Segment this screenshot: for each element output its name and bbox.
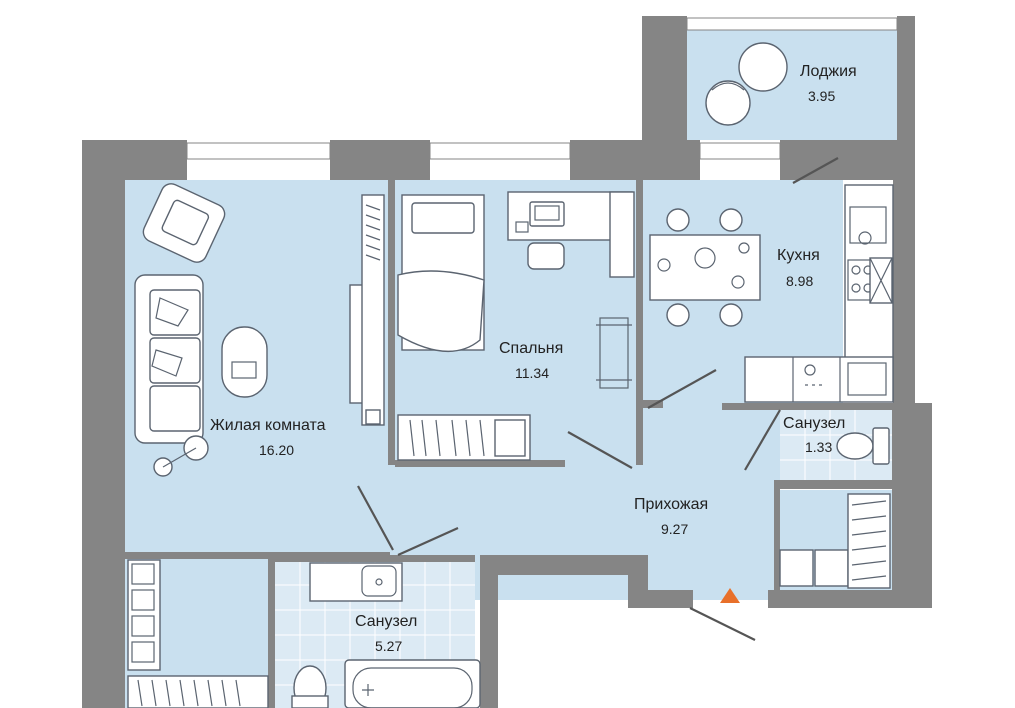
room-name-kitchen: Кухня bbox=[777, 247, 820, 264]
bathtub-icon bbox=[344, 659, 481, 708]
wardrobe-icon bbox=[847, 493, 891, 589]
armchair-icon bbox=[705, 42, 788, 126]
room-name-loggia: Лоджия bbox=[800, 63, 857, 80]
window-loggia bbox=[686, 17, 898, 31]
entrance-arrow-icon bbox=[720, 588, 740, 603]
room-name-living: Жилая комната bbox=[210, 417, 326, 434]
room-area-bedroom: 11.34 bbox=[515, 365, 549, 381]
sofa-icon bbox=[134, 274, 204, 444]
room-area-bath: 5.27 bbox=[375, 638, 402, 654]
tv-stand-icon bbox=[349, 194, 385, 426]
windows bbox=[186, 17, 898, 160]
bed-icon bbox=[397, 194, 485, 352]
toilet-icon bbox=[836, 427, 890, 465]
room-area-loggia: 3.95 bbox=[808, 88, 835, 104]
window-bedroom bbox=[429, 142, 571, 160]
room-name-hallway: Прихожая bbox=[634, 496, 708, 513]
toilet-icon bbox=[291, 665, 329, 708]
laptop-icon bbox=[534, 205, 560, 221]
drying-rack-icon bbox=[596, 317, 632, 389]
coffee-table-icon bbox=[221, 326, 268, 398]
armchair-icon bbox=[142, 183, 226, 263]
dining-table-icon bbox=[649, 208, 761, 327]
room-area-wc-small: 1.33 bbox=[805, 439, 832, 455]
window-living bbox=[186, 142, 331, 160]
walls bbox=[82, 16, 932, 708]
room-labels: Лоджия 3.95 Кухня 8.98 Спальня 11.34 Жил… bbox=[210, 63, 857, 654]
wardrobe-icon bbox=[397, 414, 531, 461]
floor-lamp-icon bbox=[153, 435, 209, 477]
wardrobe-icon bbox=[127, 559, 269, 708]
room-name-bedroom: Спальня bbox=[499, 340, 563, 357]
window-kitchen bbox=[699, 142, 781, 160]
sink-icon bbox=[309, 562, 403, 602]
fridge-icon bbox=[869, 257, 893, 304]
room-area-hallway: 9.27 bbox=[661, 521, 688, 537]
room-name-bath: Санузел bbox=[355, 613, 417, 630]
doors bbox=[357, 157, 839, 641]
sink-icon bbox=[847, 206, 887, 396]
room-area-living: 16.20 bbox=[259, 442, 294, 458]
room-area-kitchen: 8.98 bbox=[786, 273, 813, 289]
room-name-wc-small: Санузел bbox=[783, 415, 845, 432]
